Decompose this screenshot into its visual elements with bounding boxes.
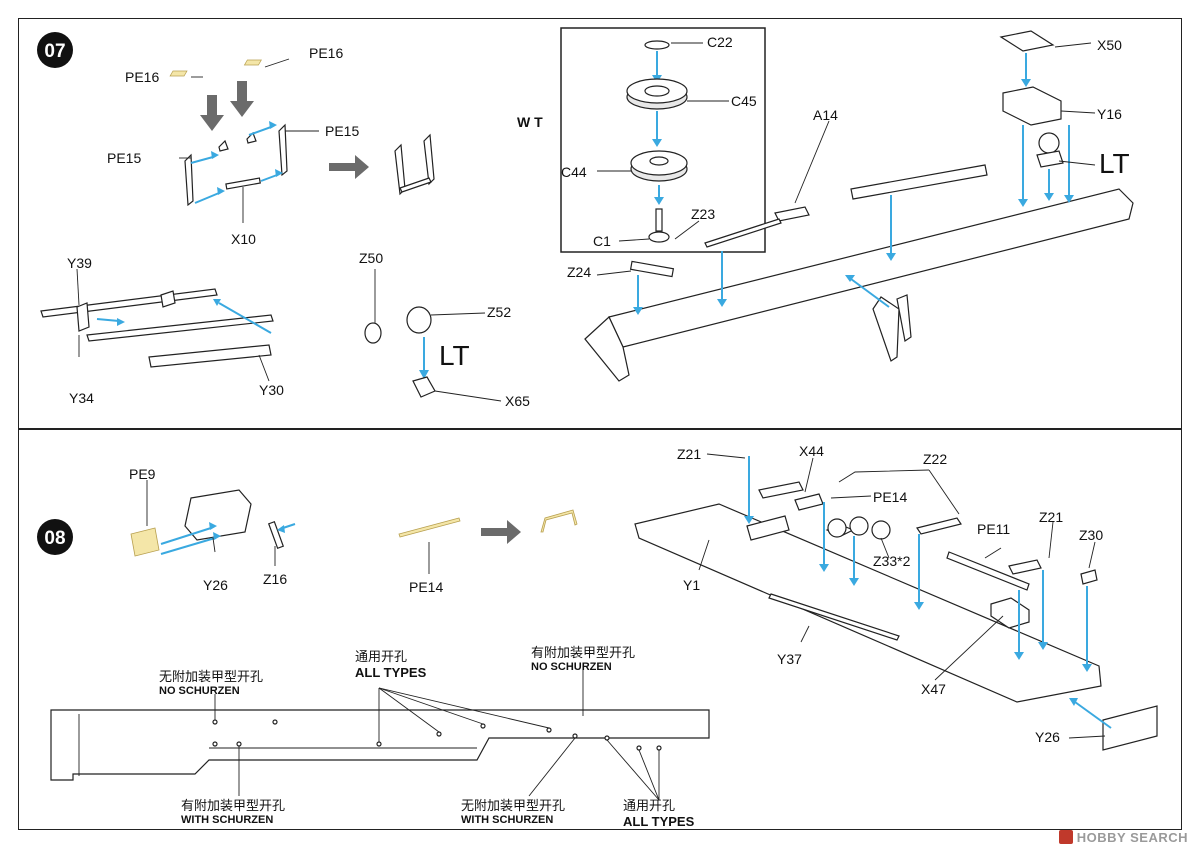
label-pe9: PE9 xyxy=(129,466,156,482)
step-number-badge: 08 xyxy=(37,519,73,555)
label-pe15: PE15 xyxy=(107,150,141,166)
annotation-no-schurzen: 有附加装甲型开孔 xyxy=(531,646,635,661)
label-x10: X10 xyxy=(231,231,256,247)
label-z52: Z52 xyxy=(487,304,511,320)
annotation-no-schurzen-en: NO SCHURZEN xyxy=(159,685,240,697)
label-lt: LT xyxy=(1099,148,1130,179)
label-z21: Z21 xyxy=(677,446,701,462)
watermark-text: HOBBY SEARCH xyxy=(1076,830,1188,845)
step-number-badge: 07 xyxy=(37,32,73,68)
label-a14: A14 xyxy=(813,107,838,123)
annotation-with-schurzen-en: WITH SCHURZEN xyxy=(181,814,273,826)
hull-floor-assembly xyxy=(584,120,1134,382)
label-z21: Z21 xyxy=(1039,509,1063,525)
annotation-with-schurzen-en: WITH SCHURZEN xyxy=(461,814,553,826)
annotation-all-types: 通用开孔 xyxy=(623,799,675,814)
wheel-inset-box xyxy=(560,27,766,253)
step-07-diagram: 07 PE16 PE16 PE15 PE15 X10 xyxy=(37,27,1134,409)
label-pe14: PE14 xyxy=(409,579,443,595)
label-y37: Y37 xyxy=(777,651,802,667)
label-c44: C44 xyxy=(561,164,587,180)
label-y1: Y1 xyxy=(683,577,700,593)
annotation-with-schurzen: 无附加装甲型开孔 xyxy=(461,799,565,814)
label-pe16: PE16 xyxy=(309,45,343,61)
annotation-all-types-en: ALL TYPES xyxy=(623,814,695,829)
rear-box-subassembly xyxy=(999,30,1096,207)
label-c1: C1 xyxy=(593,233,611,249)
hobby-search-logo-icon xyxy=(1058,830,1073,844)
label-z33: Z33*2 xyxy=(873,553,911,569)
annotation-with-schurzen: 有附加装甲型开孔 xyxy=(181,799,285,814)
label-z22: Z22 xyxy=(923,451,947,467)
label-wt: W T xyxy=(517,114,543,130)
annotation-all-types-en: ALL TYPES xyxy=(355,665,427,680)
pe-handle-subassembly xyxy=(169,58,435,223)
step-08-panel: 08 PE9 Y26 Z16 PE14 xyxy=(18,429,1182,830)
label-y34: Y34 xyxy=(69,390,94,406)
annotation-all-types: 通用开孔 xyxy=(355,650,407,665)
annotation-no-schurzen: 无附加装甲型开孔 xyxy=(159,670,263,685)
label-x50: X50 xyxy=(1097,37,1122,53)
label-z50: Z50 xyxy=(359,250,383,266)
label-z24: Z24 xyxy=(567,264,591,280)
label-x47: X47 xyxy=(921,681,946,697)
label-c22: C22 xyxy=(707,34,733,50)
label-z16: Z16 xyxy=(263,571,287,587)
watermark: HOBBY SEARCH xyxy=(1058,830,1188,845)
step-number: 07 xyxy=(44,41,65,62)
annotation-no-schurzen-en: NO SCHURZEN xyxy=(531,661,612,673)
label-y26: Y26 xyxy=(203,577,228,593)
label-y39: Y39 xyxy=(67,255,92,271)
label-pe14: PE14 xyxy=(873,489,907,505)
label-x44: X44 xyxy=(799,443,824,459)
label-pe16: PE16 xyxy=(125,69,159,85)
step-number: 08 xyxy=(44,528,65,549)
hull-plan-view xyxy=(50,670,710,801)
step-08-diagram: 08 PE9 Y26 Z16 PE14 xyxy=(37,443,1158,829)
label-lt: LT xyxy=(439,340,470,371)
label-pe15: PE15 xyxy=(325,123,359,139)
label-z30: Z30 xyxy=(1079,527,1103,543)
label-y26: Y26 xyxy=(1035,729,1060,745)
label-z23: Z23 xyxy=(691,206,715,222)
light-subassembly xyxy=(364,269,502,402)
label-x65: X65 xyxy=(505,393,530,409)
hull-side-assembly xyxy=(634,453,1158,751)
pe14-bend-subassembly xyxy=(398,509,578,574)
label-c45: C45 xyxy=(731,93,757,109)
step-07-panel: 07 PE16 PE16 PE15 PE15 X10 xyxy=(18,18,1182,429)
rear-plate-subassembly xyxy=(130,480,296,566)
label-y30: Y30 xyxy=(259,382,284,398)
label-pe11: PE11 xyxy=(977,521,1010,537)
label-y16: Y16 xyxy=(1097,106,1122,122)
rail-subassembly xyxy=(40,268,274,382)
